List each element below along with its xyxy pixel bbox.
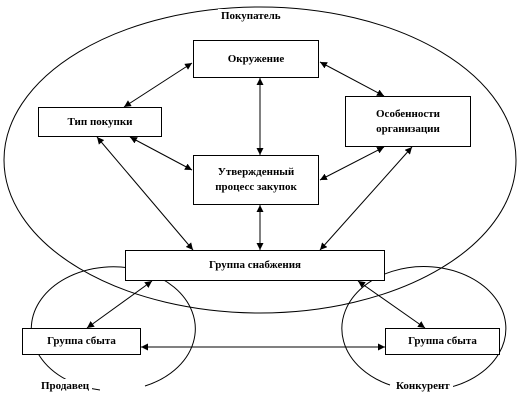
purchase-type-box: Тип покупки <box>38 107 162 137</box>
buyer-label: Покупатель <box>218 9 284 23</box>
competitor-label: Конкурент <box>393 379 453 393</box>
arrow-purchase-type-environment <box>123 62 193 108</box>
arrow-supply-sales-right <box>357 280 426 329</box>
arrow-purchase-type-process <box>129 136 193 171</box>
seller-label: Продавец <box>38 379 93 393</box>
buyer-ellipse <box>3 6 517 314</box>
arrow-purchase-type-supply <box>96 136 194 251</box>
supply-group-box: Группа снабжения <box>125 250 385 281</box>
sales-group-right-box: Группа сбыта <box>385 328 500 355</box>
arrow-org-features-supply <box>319 146 413 251</box>
sales-group-left-box: Группа сбыта <box>22 328 141 355</box>
approved-process-box: Утвержденный процесс закупок <box>193 155 319 205</box>
arrow-org-features-process <box>319 146 385 181</box>
arrow-supply-sales-left <box>86 280 153 329</box>
arrow-environment-org-features <box>319 61 385 97</box>
environment-box: Окружение <box>193 40 319 78</box>
org-features-box: Особенности организации <box>345 96 471 147</box>
